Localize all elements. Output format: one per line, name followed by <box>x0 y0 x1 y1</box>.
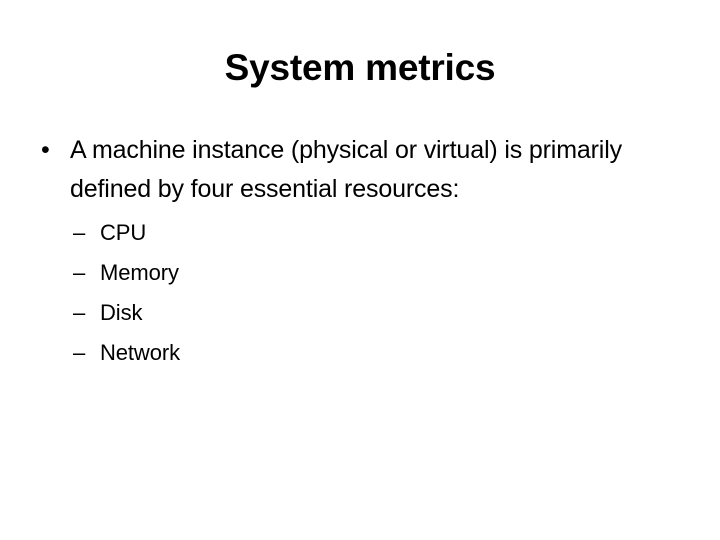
sub-bullet-text: Network <box>100 340 180 365</box>
sub-bullet-item-memory: – Memory <box>0 253 720 293</box>
dash-marker-icon: – <box>73 260 86 285</box>
bullet-marker-icon: • <box>41 136 50 164</box>
dash-marker-icon: – <box>73 300 86 325</box>
bullet-item-level1: • A machine instance (physical or virtua… <box>0 131 720 209</box>
dash-marker-icon: – <box>73 340 86 365</box>
sub-bullet-list: – CPU – Memory – Disk – Network <box>0 213 720 373</box>
sub-bullet-item-cpu: – CPU <box>0 213 720 253</box>
sub-bullet-item-disk: – Disk <box>0 293 720 333</box>
sub-bullet-text: Disk <box>100 300 143 325</box>
sub-bullet-item-network: – Network <box>0 333 720 373</box>
slide-body: • A machine instance (physical or virtua… <box>0 131 720 373</box>
sub-bullet-text: Memory <box>100 260 179 285</box>
sub-bullet-text: CPU <box>100 220 147 245</box>
bullet-text-level1: A machine instance (physical or virtual)… <box>70 136 622 203</box>
slide-title: System metrics <box>224 47 496 88</box>
dash-marker-icon: – <box>73 220 86 245</box>
